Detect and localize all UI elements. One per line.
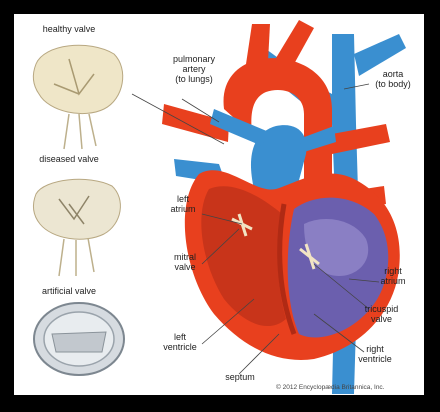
label-right-ventricle: right ventricle: [346, 344, 404, 364]
credit-line: © 2012 Encyclopædia Britannica, Inc.: [276, 384, 385, 391]
label-right-atrium: right atrium: [369, 266, 417, 286]
diagram-panel: healthy valve diseased valve artificial …: [14, 14, 424, 395]
label-tricuspid-valve: tricuspid valve: [354, 304, 409, 324]
label-healthy-valve: healthy valve: [34, 24, 104, 34]
label-aorta: aorta (to body): [369, 69, 417, 89]
label-artificial-valve: artificial valve: [34, 286, 104, 296]
label-pulmonary-artery: pulmonary artery (to lungs): [164, 54, 224, 84]
label-septum: septum: [219, 372, 261, 382]
label-diseased-valve: diseased valve: [34, 154, 104, 164]
label-left-atrium: left atrium: [162, 194, 204, 214]
healthy-valve-illustration: [33, 45, 122, 149]
label-mitral-valve: mitral valve: [164, 252, 206, 272]
artificial-valve-illustration: [34, 303, 124, 375]
label-left-ventricle: left ventricle: [154, 332, 206, 352]
diseased-valve-illustration: [33, 179, 120, 276]
